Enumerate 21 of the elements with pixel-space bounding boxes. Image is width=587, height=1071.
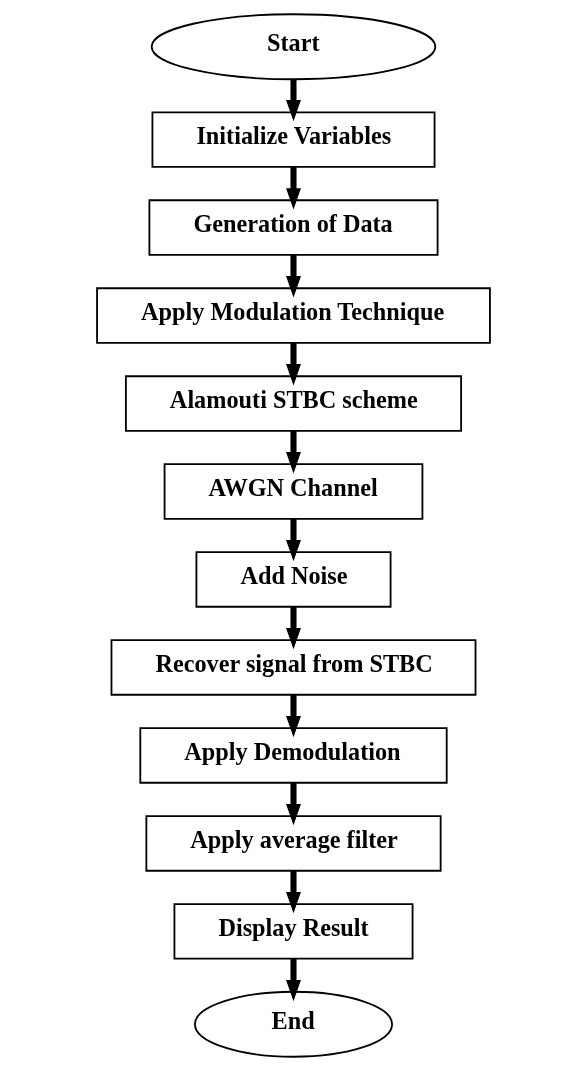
arrow <box>286 79 301 122</box>
node-box: Display Result <box>173 903 414 960</box>
node-box: Apply Demodulation <box>139 727 448 784</box>
arrow <box>286 518 301 562</box>
node-ellipse: Start <box>150 13 437 81</box>
arrow <box>286 870 301 914</box>
node-box: Apply Modulation Technique <box>96 287 491 344</box>
arrow <box>286 606 301 650</box>
node-box: Initialize Variables <box>151 111 436 168</box>
node-box: Apply average filter <box>145 815 442 872</box>
node-box: Recover signal from STBC <box>110 639 477 696</box>
node-box: Alamouti STBC scheme <box>125 375 463 432</box>
node-box: Generation of Data <box>148 199 439 256</box>
arrow <box>286 958 301 1002</box>
node-ellipse: End <box>194 990 393 1058</box>
arrow <box>286 782 301 826</box>
node-box: AWGN Channel <box>163 463 424 520</box>
arrow <box>286 694 301 738</box>
arrow <box>286 255 301 298</box>
node-box: Add Noise <box>195 551 392 608</box>
arrow <box>286 167 301 210</box>
